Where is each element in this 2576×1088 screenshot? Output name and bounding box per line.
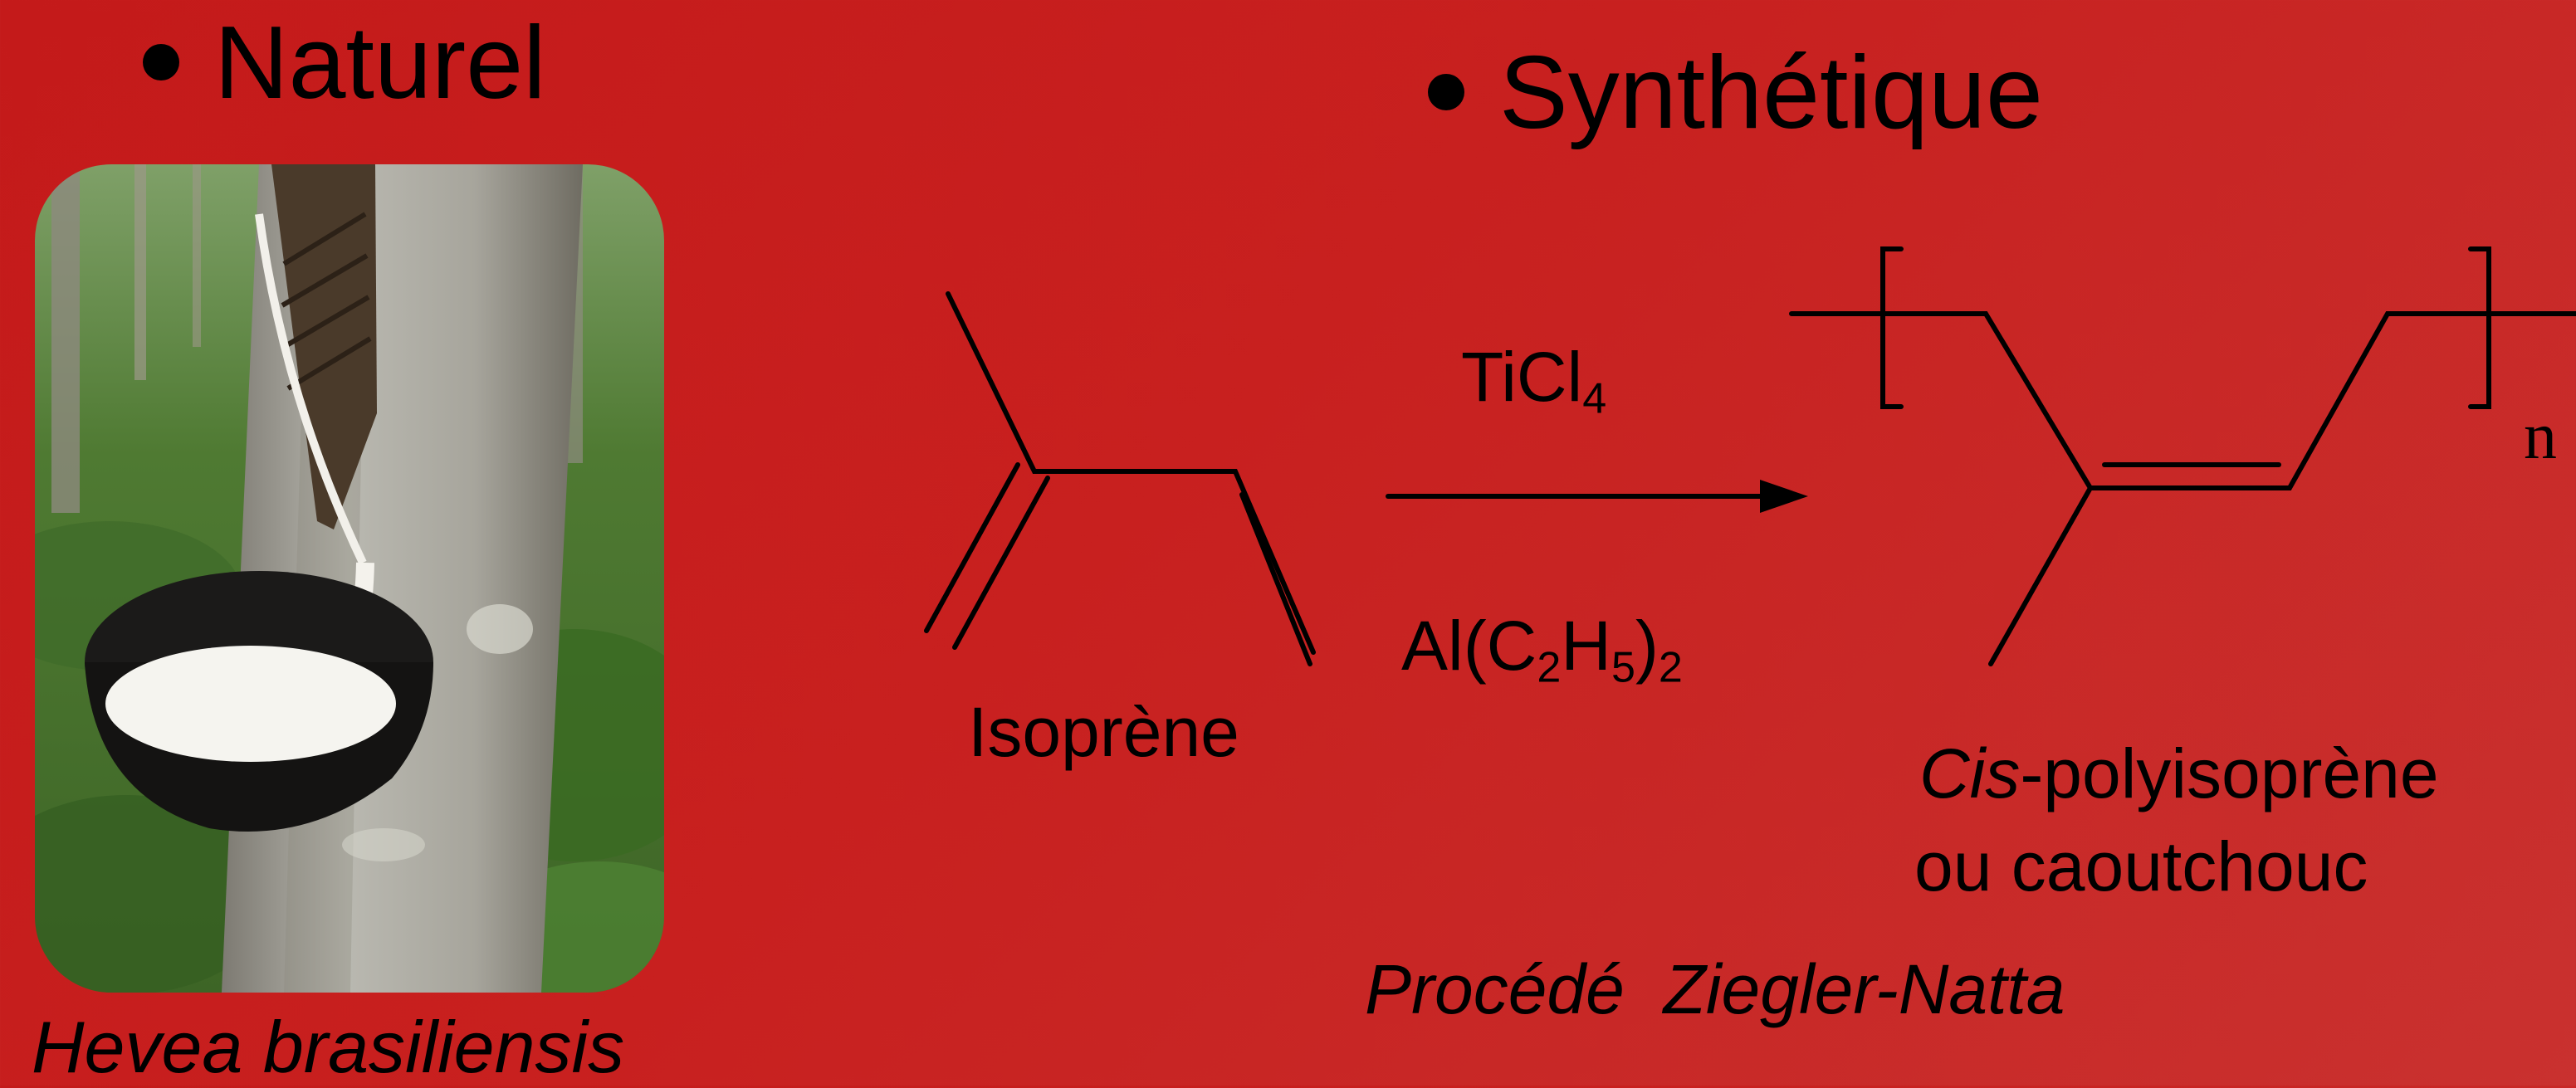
- catalyst-ticl4: TiCl4: [1461, 338, 1607, 423]
- bullet-icon: [1428, 74, 1464, 111]
- product-alt-label: ou caoutchouc: [1914, 827, 2368, 905]
- bullet-icon: [143, 44, 179, 81]
- arrow-head-icon: [1760, 480, 1808, 513]
- catalyst-alkylaluminum: Al(C2H5)2: [1401, 607, 1683, 692]
- monomer-label: Isoprène: [968, 693, 1239, 771]
- rubber-tree-illustration: [35, 164, 664, 993]
- isoprene-double-bond: [952, 476, 1050, 650]
- process-label: Procédé Ziegler-Natta: [1365, 950, 2065, 1028]
- isoprene-double-bond: [924, 462, 1020, 633]
- rubber-tree-photo: [35, 164, 664, 993]
- product-label: Cis-polyisoprène: [1919, 734, 2439, 812]
- right-bracket: [2468, 246, 2491, 409]
- left-bracket: [1880, 246, 1904, 409]
- repeat-unit-n: n: [2524, 400, 2557, 473]
- isoprene-structure: [946, 291, 1316, 655]
- polyisoprene-methyl: [1988, 485, 2093, 666]
- heading-naturel: Naturel: [143, 12, 546, 115]
- tree-species-caption: Hevea brasiliensis: [32, 1006, 625, 1088]
- heading-synthetique: Synthétique: [1428, 41, 2043, 144]
- polyisoprene-chain: [1789, 311, 2576, 490]
- isoprene-double-bond: [1239, 492, 1312, 666]
